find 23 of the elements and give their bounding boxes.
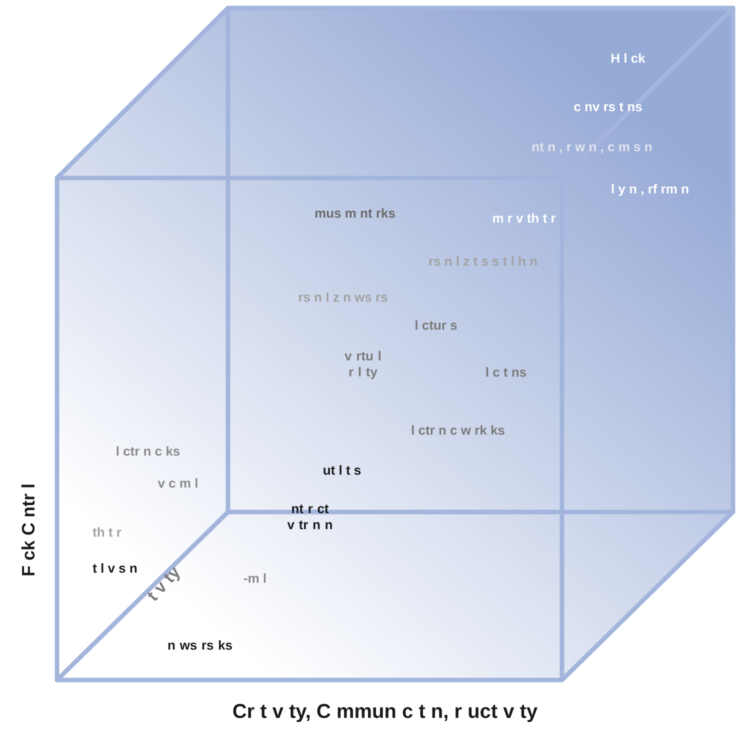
item-label: H l ck	[612, 53, 646, 63]
item-label: nt n , r w n , c m s n	[532, 142, 652, 154]
axis-title: F ck C ntr l	[21, 484, 35, 576]
item-label: l ctr n c w rk ks	[412, 425, 504, 435]
item-label: l ctur s	[416, 320, 457, 330]
item-label: ut l t s	[324, 465, 361, 475]
item-label: c nv rs t ns	[574, 102, 642, 112]
item-label: t v ty	[148, 566, 180, 601]
item-label: l y n , rf rm n	[612, 184, 688, 196]
item-label: l ctr n c ks	[116, 446, 180, 456]
item-label: n ws rs ks	[168, 640, 232, 650]
item-label: -m l	[244, 573, 266, 583]
item-label: t l v s n	[92, 563, 137, 573]
item-label: v c m l	[158, 478, 198, 488]
item-label: th t r	[92, 527, 122, 537]
item-label: rs n l z n ws rs	[299, 292, 388, 302]
item-label: m r v th t r	[493, 213, 556, 223]
item-label: v rtu l r l ty	[344, 350, 380, 380]
axis-title: Cr t v ty, C mmun c t n, r uct v ty	[233, 704, 538, 722]
item-label: nt r ct v tr n n	[287, 504, 332, 530]
item-label: l c t ns	[486, 367, 526, 377]
item-label: mus m nt rks	[315, 208, 395, 218]
item-label: rs n l z t s s t l h n	[429, 256, 537, 266]
